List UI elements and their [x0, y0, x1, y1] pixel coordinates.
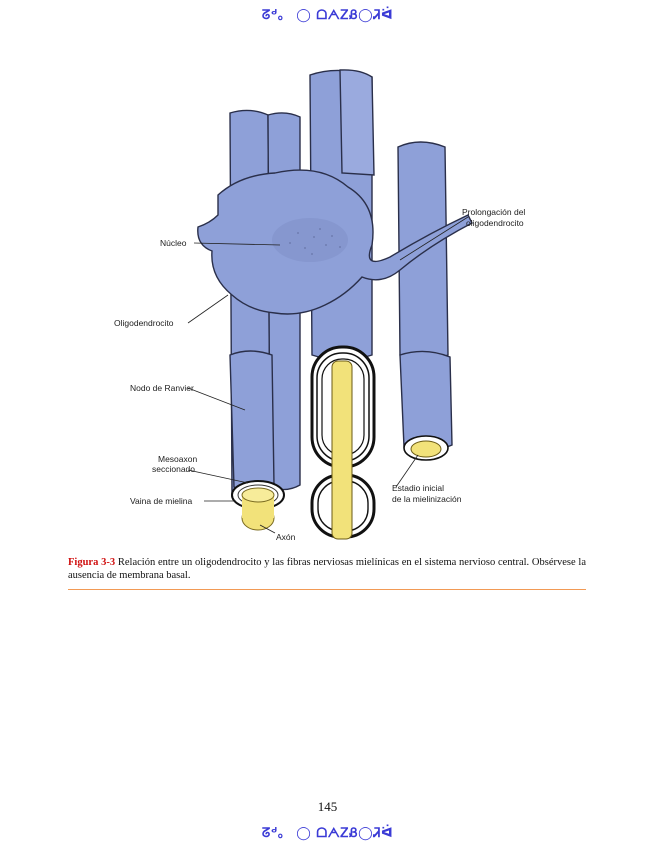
label-prolongacion-1: Prolongación del [462, 207, 525, 217]
label-nucleo: Núcleo [160, 238, 187, 248]
caption-figure-label: Figura 3-3 [68, 557, 115, 568]
label-nodo-ranvier: Nodo de Ranvier [130, 383, 194, 393]
caption-text: Relación entre un oligodendrocito y las … [68, 557, 586, 581]
label-mesoaxon-2: seccionado [152, 464, 195, 474]
label-estadio-2: de la mielinización [392, 494, 462, 504]
label-prolongacion-2: oligodendrocito [466, 218, 524, 228]
axon-center [332, 361, 352, 539]
myelin-sheath-cut-left [232, 481, 284, 530]
early-myelination-right [404, 436, 448, 460]
header-watermark: ᘔᒄ。 ◯ ᗝᗅᏃᏰ◯Ꮨᐛ [0, 4, 655, 23]
label-vaina: Vaina de mielina [130, 496, 192, 506]
caption-divider [68, 589, 586, 590]
axon-right [411, 441, 441, 457]
myelin-section-center [312, 347, 374, 539]
page-number: 145 [0, 799, 655, 815]
figure-oligodendrocyte: Núcleo Oligodendrocito Nodo de Ranvier M… [100, 55, 550, 545]
figure-caption: Figura 3-3 Relación entre un oligodendro… [68, 556, 586, 582]
label-estadio-1: Estadio inicial [392, 483, 444, 493]
footer-watermark: ᘔᒄ。 ◯ ᗝᗅᏃᏰ◯Ꮨᐛ [0, 822, 655, 841]
label-oligodendrocito: Oligodendrocito [114, 318, 174, 328]
label-axon: Axón [276, 532, 296, 542]
label-mesoaxon-1: Mesoaxon [158, 454, 197, 464]
oligodendrocyte-illustration: Núcleo Oligodendrocito Nodo de Ranvier M… [100, 55, 550, 545]
